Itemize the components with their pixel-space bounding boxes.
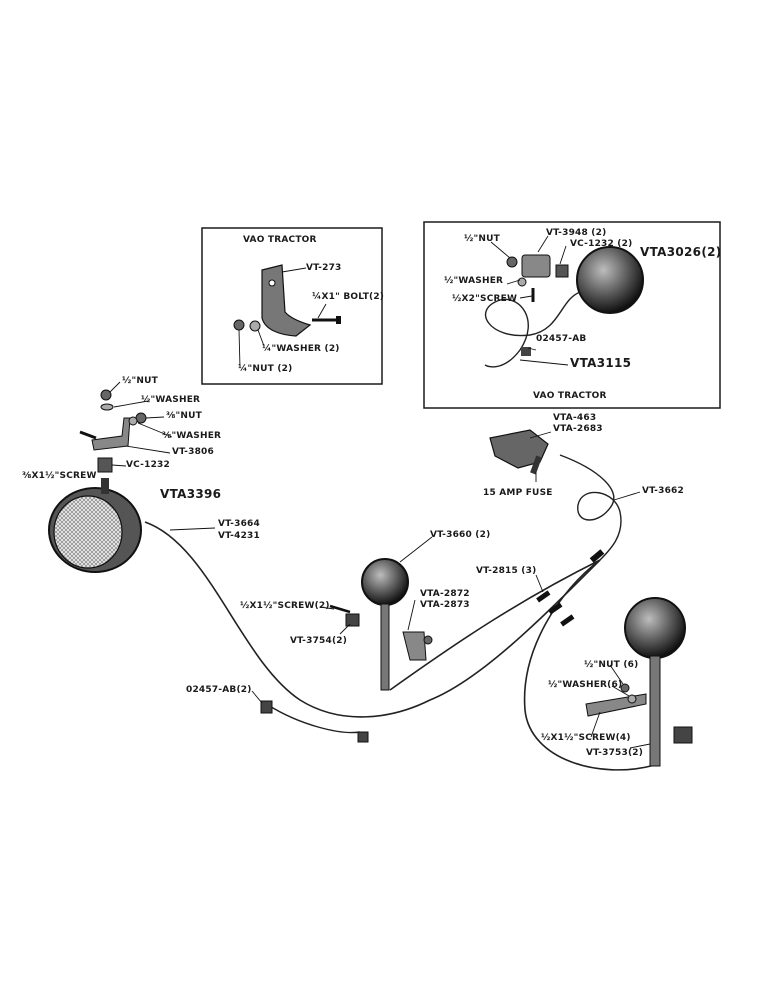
label-vt3662: VT-3662 xyxy=(642,486,684,496)
label-nut-38: ⅜"NUT xyxy=(166,411,202,421)
spotlight-vt3660-right xyxy=(624,597,686,659)
inset-left-frame xyxy=(201,227,383,385)
label-nut-left: ¼"NUT (2) xyxy=(238,364,293,374)
label-vta3396: VTA3396 xyxy=(160,487,222,501)
clip-vt3754 xyxy=(345,613,360,627)
label-vc1232: VC-1232 xyxy=(126,460,170,470)
wire-to-switch xyxy=(559,454,622,561)
label-vta2873: VTA-2873 xyxy=(420,600,470,610)
label-washer-left: ¼"WASHER (2) xyxy=(262,344,340,354)
label-vta463: VTA-463 xyxy=(553,413,597,423)
bracket-hole xyxy=(268,279,276,287)
label-vc1232-2: VC-1232 (2) xyxy=(570,239,633,249)
washer-icon-r xyxy=(517,277,527,287)
label-vt273: VT-273 xyxy=(306,263,342,273)
screw-38-icon xyxy=(79,430,97,440)
nut-half-icon xyxy=(100,389,112,401)
bracket-vt3753 xyxy=(585,693,647,717)
clip-02457 xyxy=(521,347,531,356)
spot-post-center xyxy=(380,603,390,691)
screw-center-icon xyxy=(329,604,351,614)
label-screw4: ½X1½"SCREW(4) xyxy=(541,733,631,743)
clip-02457-ab2 xyxy=(260,700,273,714)
fuse-holder-2 xyxy=(548,602,563,615)
label-02457ab: 02457-AB xyxy=(536,334,587,344)
wire-lower-loop xyxy=(267,704,361,734)
fuse-holder-3 xyxy=(560,614,575,627)
clip-02457-ab2-b xyxy=(357,731,369,743)
wire-main-left xyxy=(144,521,601,718)
inset-right-title: VAO TRACTOR xyxy=(533,391,607,401)
label-nut-right: ½"NUT xyxy=(464,234,500,244)
washer-icon xyxy=(249,320,261,332)
label-nut6: ½"NUT (6) xyxy=(584,660,639,670)
washer-38-icon xyxy=(128,416,138,426)
bolt-head xyxy=(336,316,341,324)
label-screw-right: ½X2"SCREW xyxy=(452,294,518,304)
label-vt3664: VT-3664 xyxy=(218,519,260,529)
bracket-vta2872 xyxy=(402,631,427,661)
nut-icon xyxy=(233,319,245,331)
bracket-vt3948 xyxy=(521,254,551,278)
wire-inset xyxy=(484,291,581,368)
spot-post-right xyxy=(649,655,661,767)
label-02457ab-2: 02457-AB(2) xyxy=(186,685,252,695)
label-nut-half: ½"NUT xyxy=(122,376,158,386)
washer-half-icon xyxy=(100,403,114,411)
lamp-vta3026 xyxy=(576,246,644,314)
label-fuse: 15 AMP FUSE xyxy=(483,488,553,498)
wire-main-right xyxy=(523,559,656,771)
label-vt3806: VT-3806 xyxy=(172,447,214,457)
label-vt2815: VT-2815 (3) xyxy=(476,566,537,576)
fuse-holder-1 xyxy=(536,590,551,603)
label-vt3660: VT-3660 (2) xyxy=(430,530,491,540)
label-vt3754: VT-3754(2) xyxy=(290,636,348,646)
label-washer6: ½"WASHER(6) xyxy=(548,680,623,690)
label-vta2683: VTA-2683 xyxy=(553,424,603,434)
nut-icon-r xyxy=(506,256,518,268)
label-vta3115: VTA3115 xyxy=(570,356,632,370)
label-screw-center: ½X1½"SCREW(2) xyxy=(240,601,330,611)
connector xyxy=(589,549,605,563)
spacer-vc1232 xyxy=(555,264,569,278)
lamp-stud xyxy=(101,478,109,494)
label-washer-right: ½"WASHER xyxy=(444,276,504,286)
washer6-icon xyxy=(627,694,637,704)
inset-right-frame xyxy=(423,221,721,409)
label-vt4231: VT-4231 xyxy=(218,531,260,541)
label-bolt: ¼X1" BOLT(2) xyxy=(312,292,385,302)
clip-right xyxy=(673,726,693,744)
leader-lines xyxy=(109,235,651,749)
label-vta2872: VTA-2872 xyxy=(420,589,470,599)
label-vt3948: VT-3948 (2) xyxy=(546,228,607,238)
label-screw-38: ⅜X1½"SCREW xyxy=(22,471,97,481)
spotlight-vt3660-center xyxy=(361,558,409,606)
bracket-vt3806 xyxy=(91,417,131,451)
label-vta3026: VTA3026(2) xyxy=(640,245,722,259)
nut-38-icon xyxy=(135,412,147,424)
label-washer-half: ½"WASHER xyxy=(141,395,201,405)
inset-left-title: VAO TRACTOR xyxy=(243,235,317,245)
nut6-icon xyxy=(620,683,630,693)
headlamp-lens xyxy=(53,495,123,569)
wire-branch-center xyxy=(389,559,601,691)
label-vt3753: VT-3753(2) xyxy=(586,748,644,758)
fuse-15amp xyxy=(530,455,542,475)
spacer-vc1232-left xyxy=(97,457,113,473)
nut-center-icon xyxy=(423,635,433,645)
label-washer-38: ⅜"WASHER xyxy=(162,431,222,441)
bracket-vt273 xyxy=(261,264,312,337)
